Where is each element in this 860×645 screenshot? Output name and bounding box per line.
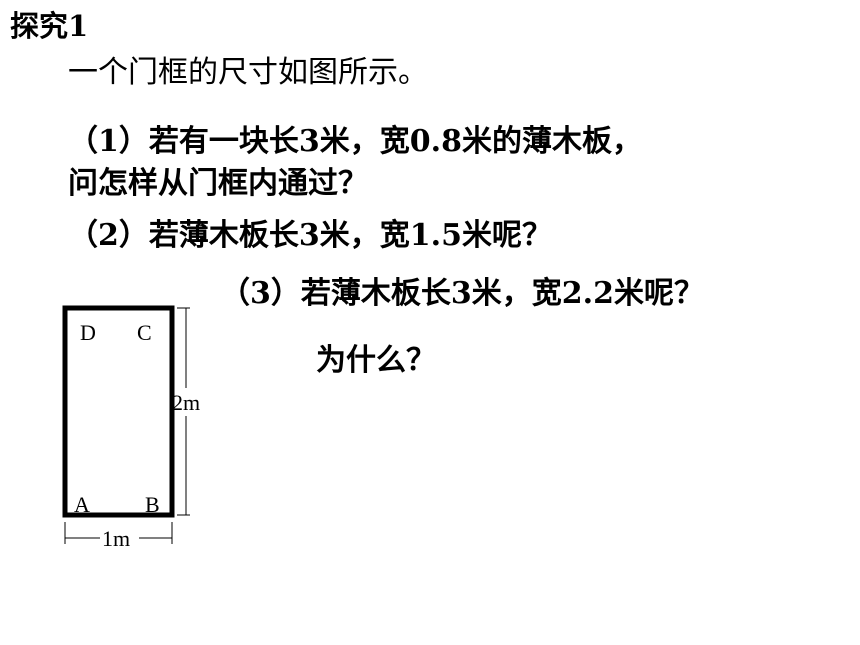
width-label: 1m [102, 526, 130, 551]
slide-title: 探究1 [10, 9, 89, 43]
height-label: 2m [172, 390, 200, 415]
vertex-b-label: B [145, 492, 160, 517]
question-1-line-2: 问怎样从门框内通过？ [68, 166, 368, 201]
question-3: （3）若薄木板长3米，宽2.2米呢？ [220, 276, 704, 311]
question-2: （2）若薄木板长3米，宽1.5米呢？ [68, 218, 552, 253]
question-3-followup: 为什么？ [316, 343, 436, 378]
door-frame-rect [62, 305, 175, 518]
intro-text: 一个门框的尺寸如图所示。 [68, 55, 428, 90]
vertex-d-label: D [80, 320, 96, 345]
door-frame-diagram: D C A B 2m 1m [62, 305, 200, 551]
vertex-c-label: C [137, 320, 152, 345]
question-1-line-1: （1）若有一块长3米，宽0.8米的薄木板， [68, 124, 642, 159]
vertex-a-label: A [74, 492, 90, 517]
